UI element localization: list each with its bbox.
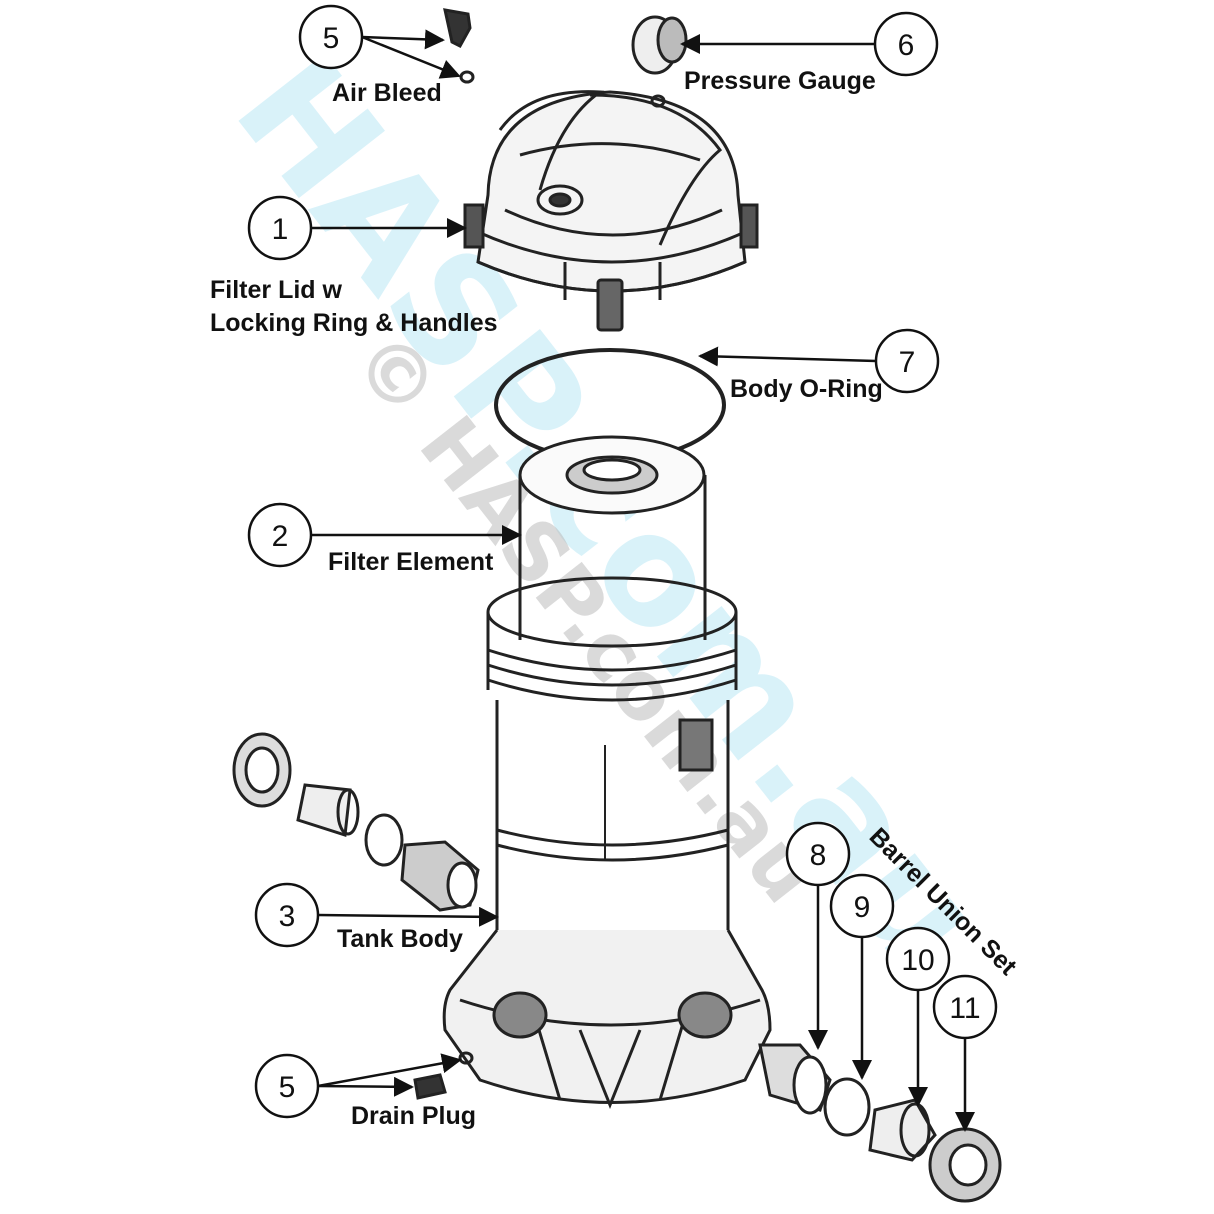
svg-text:7: 7 (899, 346, 916, 379)
left-union-drawing (232, 732, 480, 912)
svg-text:10: 10 (901, 944, 934, 977)
svg-text:9: 9 (854, 891, 871, 924)
callout-7-body-o-ring: 7 (874, 328, 940, 394)
label-filter-lid-line1: Filter Lid w (210, 276, 343, 304)
svg-text:5: 5 (279, 1071, 296, 1104)
leader-lines (312, 29, 975, 1132)
label-body-o-ring: Body O-Ring (730, 375, 883, 403)
callout-3-tank-body: 3 (254, 882, 320, 948)
callout-11: 11 (932, 974, 998, 1040)
tank-base-drawing (442, 929, 772, 1110)
svg-text:6: 6 (898, 29, 915, 62)
label-pressure-gauge: Pressure Gauge (684, 67, 876, 95)
air-bleed-drawing (443, 8, 475, 84)
label-drain-plug: Drain Plug (351, 1102, 476, 1130)
svg-text:3: 3 (279, 900, 296, 933)
drain-plug-drawing (413, 1051, 474, 1100)
callout-2-filter-element: 2 (247, 502, 313, 568)
svg-text:1: 1 (272, 213, 289, 246)
callout-1-filter-lid: 1 (247, 195, 313, 261)
callout-9: 9 (829, 873, 895, 939)
right-union-drawing (758, 1043, 1002, 1203)
callout-6-pressure-gauge: 6 (873, 11, 939, 77)
filter-element-drawing (518, 435, 707, 640)
pressure-gauge-drawing (631, 15, 688, 108)
svg-text:11: 11 (949, 992, 980, 1025)
label-tank-body: Tank Body (337, 925, 463, 953)
label-air-bleed: Air Bleed (332, 79, 442, 107)
callout-5-air-bleed: 5 (298, 4, 364, 70)
filter-assembly (232, 8, 1002, 1203)
callout-8: 8 (785, 821, 851, 887)
svg-text:2: 2 (272, 520, 289, 553)
label-filter-lid-line2: Locking Ring & Handles (210, 309, 498, 337)
svg-text:8: 8 (810, 839, 827, 872)
callout-5-drain-plug: 5 (254, 1053, 320, 1119)
callout-10: 10 (885, 926, 951, 992)
label-filter-element: Filter Element (328, 548, 494, 576)
tank-body-drawing (486, 576, 738, 950)
filter-lid-drawing (463, 90, 759, 332)
svg-text:5: 5 (323, 22, 340, 55)
